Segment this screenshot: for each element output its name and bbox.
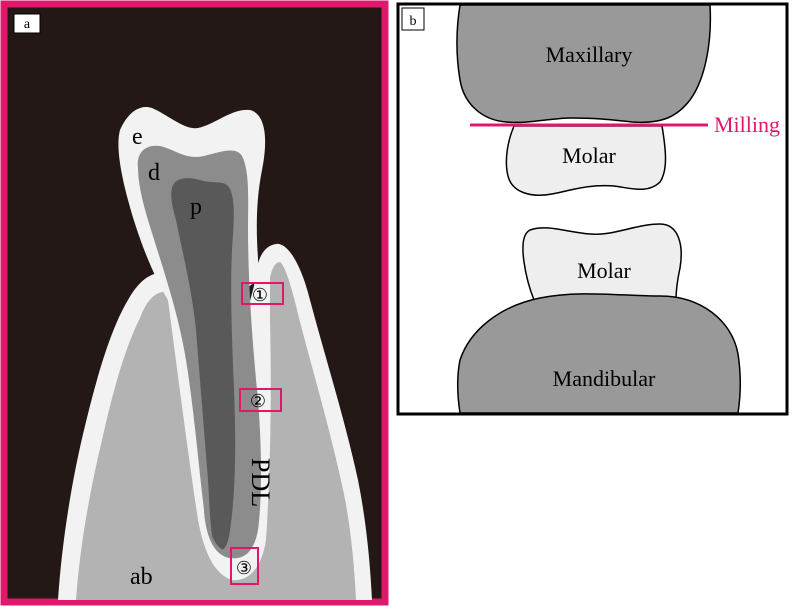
marker-2: ② (250, 391, 266, 411)
panel-a-tag: a (24, 17, 31, 32)
marker-3: ③ (236, 558, 252, 578)
label-mandibular: Mandibular (553, 366, 656, 391)
panel-a: a e d p PDL ab ① ② ③ (4, 4, 385, 602)
panel-b-tag: b (410, 14, 417, 29)
label-maxillary: Maxillary (546, 42, 633, 67)
label-lower-molar: Molar (577, 258, 631, 283)
label-milling: Milling (714, 112, 780, 137)
label-pdl: PDL (246, 458, 275, 507)
label-alveolar-bone: ab (130, 564, 153, 590)
label-dentin: d (148, 160, 160, 186)
label-enamel: e (132, 124, 143, 150)
panel-b: Maxillary Molar Milling Molar Mandibular… (398, 4, 787, 414)
marker-1: ① (252, 285, 268, 305)
label-upper-molar: Molar (562, 143, 616, 168)
label-pulp: p (190, 194, 202, 220)
